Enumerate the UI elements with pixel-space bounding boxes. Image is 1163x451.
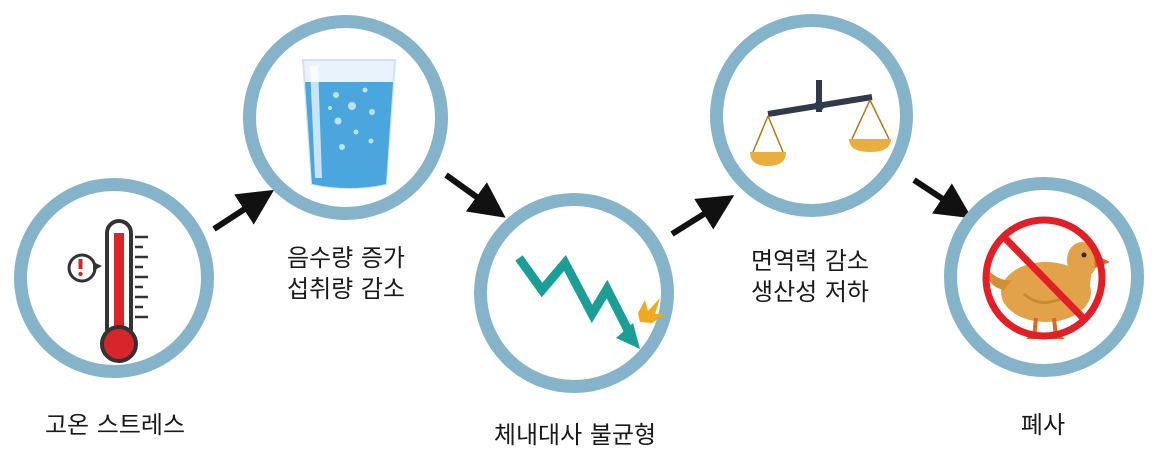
arrow-1 xyxy=(212,189,275,232)
arrow-4 xyxy=(912,177,973,219)
arrow-3 xyxy=(670,195,735,237)
step-4-label: 면역력 감소 생산성 저하 xyxy=(750,247,870,306)
step-2-label: 음수량 증가 섭취량 감소 xyxy=(286,244,406,303)
step-3-label: 체내대사 불균형 xyxy=(493,421,657,449)
arrow-2 xyxy=(444,172,506,218)
step-5-label: 폐사 xyxy=(1020,411,1066,439)
step-1-label: 고온 스트레스 xyxy=(44,411,186,439)
